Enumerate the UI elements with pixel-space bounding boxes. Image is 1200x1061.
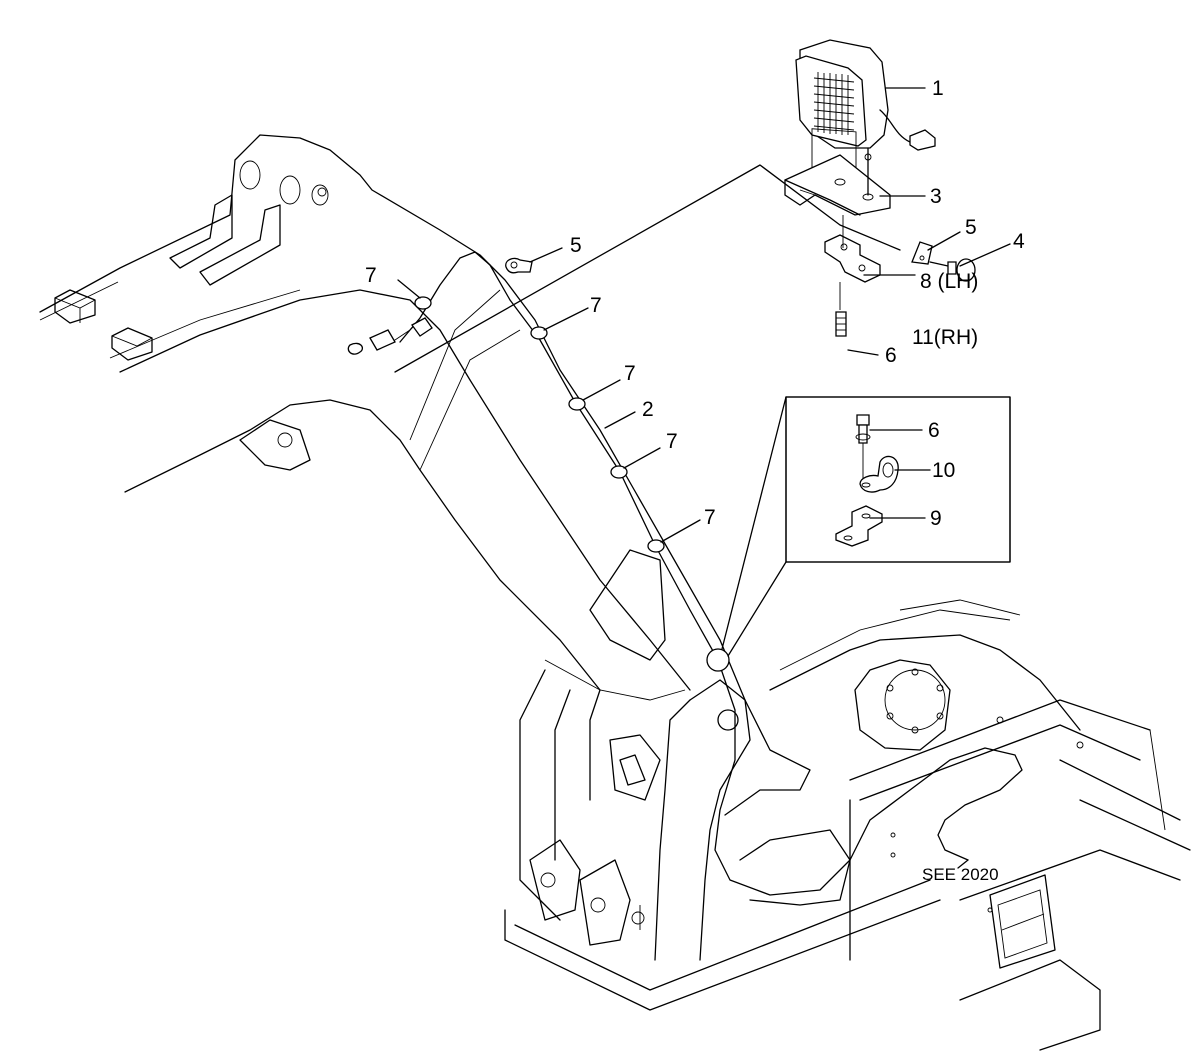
callout-7-a: 7 (365, 264, 377, 287)
harness-clamp (530, 326, 548, 340)
callout-10: 10 (932, 459, 955, 482)
callout-7-c: 7 (624, 362, 636, 385)
detail-marker (706, 648, 730, 672)
callout-9: 9 (930, 507, 942, 530)
detail-inset (721, 396, 1011, 657)
group-leader-line (394, 164, 901, 373)
callout-7-b: 7 (590, 294, 602, 317)
callout-11-rh: 11(RH) (912, 326, 978, 349)
mount-plate (824, 215, 976, 337)
lamp-bracket (784, 154, 891, 216)
callout-leaders (397, 87, 1011, 869)
callout-7-d: 7 (666, 430, 678, 453)
see-reference-note: SEE 2020 (922, 865, 999, 884)
wire-harness (347, 251, 1023, 896)
bolt (947, 261, 957, 275)
callout-3: 3 (930, 185, 942, 208)
clip (911, 241, 933, 265)
callout-6-detail: 6 (928, 419, 940, 442)
harness-clamp (568, 397, 586, 411)
harness-clamp (610, 465, 628, 479)
callout-5-boom-clip: 5 (570, 234, 582, 257)
callout-2: 2 (642, 398, 654, 421)
callout-1: 1 (932, 77, 944, 100)
callout-6-bolt: 6 (885, 344, 897, 367)
callout-8-lh: 8 (LH) (920, 270, 978, 293)
callout-4: 4 (1013, 230, 1025, 253)
boom-foot (504, 669, 941, 1011)
harness-clamp (414, 296, 432, 310)
connector (369, 329, 396, 351)
work-lamp (795, 39, 936, 193)
boom-arm (39, 134, 746, 701)
upper-frame (769, 599, 1191, 1051)
harness-clip (505, 257, 533, 274)
harness-clamp (647, 539, 665, 553)
callout-7-e: 7 (704, 506, 716, 529)
callout-5-bracket-clip: 5 (965, 216, 977, 239)
